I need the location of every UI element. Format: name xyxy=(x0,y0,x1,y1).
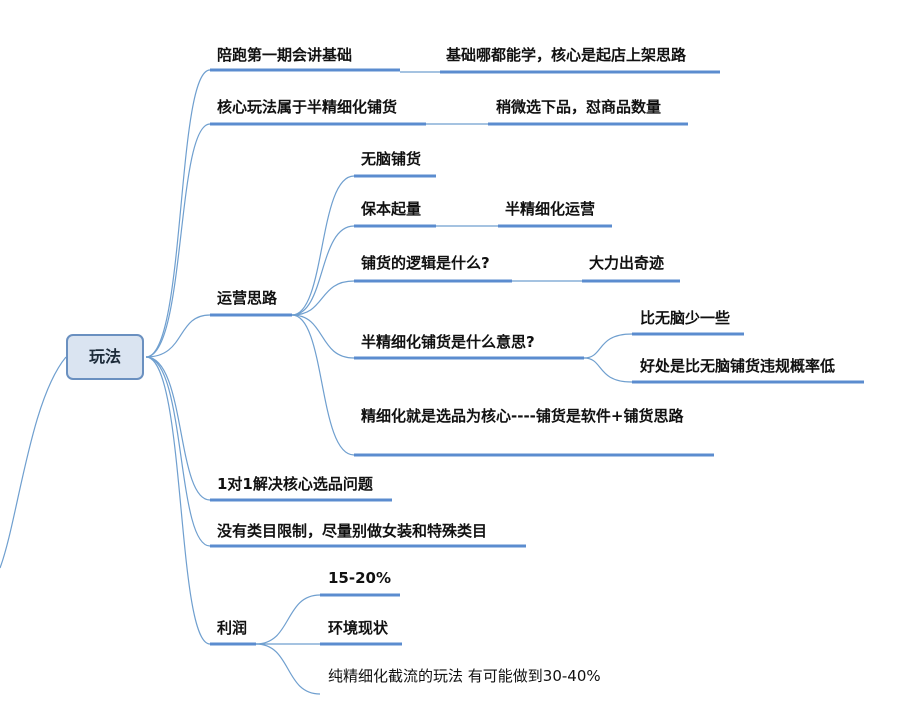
incoming-connector xyxy=(0,356,67,569)
connector-op-mindless xyxy=(291,175,355,316)
op-semi-refined-meaning-node[interactable]: 半精细化铺货是什么意思? xyxy=(361,333,535,351)
basics-detail-node[interactable]: 基础哪都能学，核心是起店上架思路 xyxy=(446,46,687,64)
connector-op-meaning xyxy=(291,314,355,359)
connector-profit-refined xyxy=(255,643,321,695)
connector-profit-percent xyxy=(255,594,321,645)
connector-op-breakeven xyxy=(291,225,355,316)
op-lower-violation-node[interactable]: 好处是比无脑铺货违规概率低 xyxy=(640,357,836,375)
connector-root-operation xyxy=(145,314,211,358)
connector-root-profit xyxy=(145,356,211,645)
op-less-than-mindless-node[interactable]: 比无脑少一些 xyxy=(640,309,731,327)
connector-op-refined xyxy=(291,314,355,456)
op-refined-core-node[interactable]: 精细化就是选品为核心----铺货是软件+铺货思路 xyxy=(361,407,684,425)
connector-meaning-lower xyxy=(583,357,633,383)
connector-op-logic xyxy=(291,280,355,316)
op-semi-refined-operation-node[interactable]: 半精细化运营 xyxy=(505,200,596,218)
op-listing-logic-node[interactable]: 铺货的逻辑是什么? xyxy=(361,254,490,272)
connector-meaning-less xyxy=(583,333,633,359)
branch-category-node[interactable]: 没有类目限制，尽量别做女装和特殊类目 xyxy=(217,522,488,540)
profit-refined-intercept-node[interactable]: 纯精细化截流的玩法 有可能做到30-40% xyxy=(328,667,601,685)
op-breakeven-node[interactable]: 保本起量 xyxy=(361,200,422,218)
profit-environment-node[interactable]: 环境现状 xyxy=(328,619,389,637)
branch-profit-node[interactable]: 利润 xyxy=(217,619,248,637)
branch-one-on-one-node[interactable]: 1对1解决核心选品问题 xyxy=(217,475,373,493)
root-node[interactable]: 玩法 xyxy=(66,334,144,380)
branch-operation-node[interactable]: 运营思路 xyxy=(217,289,278,307)
branch-basics-node[interactable]: 陪跑第一期会讲基础 xyxy=(217,46,353,64)
connector-root-category xyxy=(145,356,211,547)
branch-core-play-node[interactable]: 核心玩法属于半精细化铺货 xyxy=(217,98,398,116)
op-mindless-listing-node[interactable]: 无脑铺货 xyxy=(361,150,422,168)
connector-root-core-play xyxy=(145,123,211,358)
connector-root-one-on-one xyxy=(145,356,211,501)
connector-root-basics xyxy=(145,69,211,358)
core-play-detail-node[interactable]: 稍微选下品，怼商品数量 xyxy=(496,98,662,116)
op-miracle-node[interactable]: 大力出奇迹 xyxy=(589,254,665,272)
profit-percent-node[interactable]: 15-20% xyxy=(328,569,392,587)
